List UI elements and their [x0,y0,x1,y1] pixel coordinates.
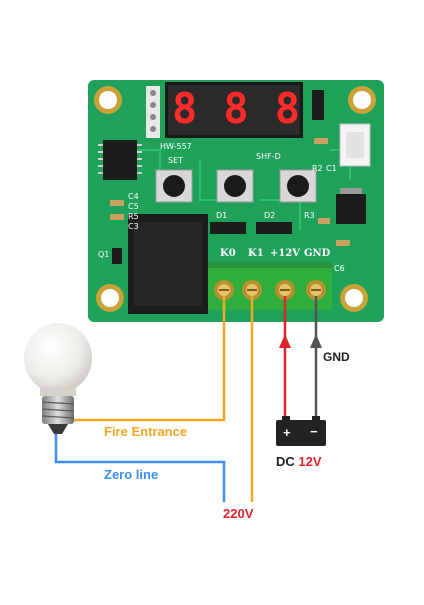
battery-minus-label: − [310,424,318,439]
fire-entrance-label: Fire Entrance [104,424,188,439]
r3-label: R3 [304,211,315,220]
r5-label: R5 [128,212,139,221]
dc-prefix: DC [276,454,295,469]
digit-1: 8 [172,84,198,133]
terminal-k1-label: K1 [248,248,264,259]
r2-label: R2 [312,164,323,173]
terminal-screws [214,280,326,300]
wires [54,296,318,502]
model-label: HW-557 [160,142,192,151]
pcb-board [88,80,384,322]
zero-wire [54,434,226,502]
display-readout: 8 8 8 [172,84,300,134]
terminal-k0-label: K0 [220,248,236,259]
set-label: SET [168,156,184,165]
c3-label: C3 [128,222,139,231]
mounting-hole-tl [94,86,122,114]
battery-plus-label: + [283,425,291,440]
mains-label: 220V [223,506,254,521]
sub-label: SHF-D [256,152,281,161]
fire-wire [74,296,226,422]
terminal-12v-label: +12V [270,248,301,259]
c1-label: C1 [326,164,337,173]
gnd-wire-label: GND [323,350,350,364]
digit-2: 8 [223,84,249,133]
relay [128,214,208,314]
plus-arrow [279,334,291,348]
mounting-hole-tr [348,86,376,114]
smd-components [110,90,350,264]
mounting-hole-bl [96,284,124,312]
diode-d2 [256,222,292,234]
d2-label: D2 [264,211,276,220]
sensor-connector [339,123,371,167]
terminal-gnd-label: GND [304,248,331,259]
button-2[interactable] [216,169,254,203]
mounting-hole-br [340,284,368,312]
seven-segment-display [165,82,303,138]
button-3[interactable] [279,169,317,203]
dc-voltage: 12V [298,454,322,469]
zero-line-label: Zero line [104,467,159,482]
q1-label: Q1 [98,250,110,259]
dc-supply-label: DC 12V [276,454,322,469]
gnd-arrow [310,334,322,348]
battery-icon [276,416,326,446]
c5-label: C5 [128,202,139,211]
voltage-regulator [336,188,366,224]
diode-d1 [210,222,246,234]
light-bulb [24,323,92,434]
button-1[interactable] [155,169,193,203]
pin-header [146,86,160,138]
c4-label: C4 [128,192,139,201]
ic-chip [98,140,142,180]
digit-3: 8 [274,84,300,133]
c6-label: C6 [334,264,345,273]
d1-label: D1 [216,211,228,220]
